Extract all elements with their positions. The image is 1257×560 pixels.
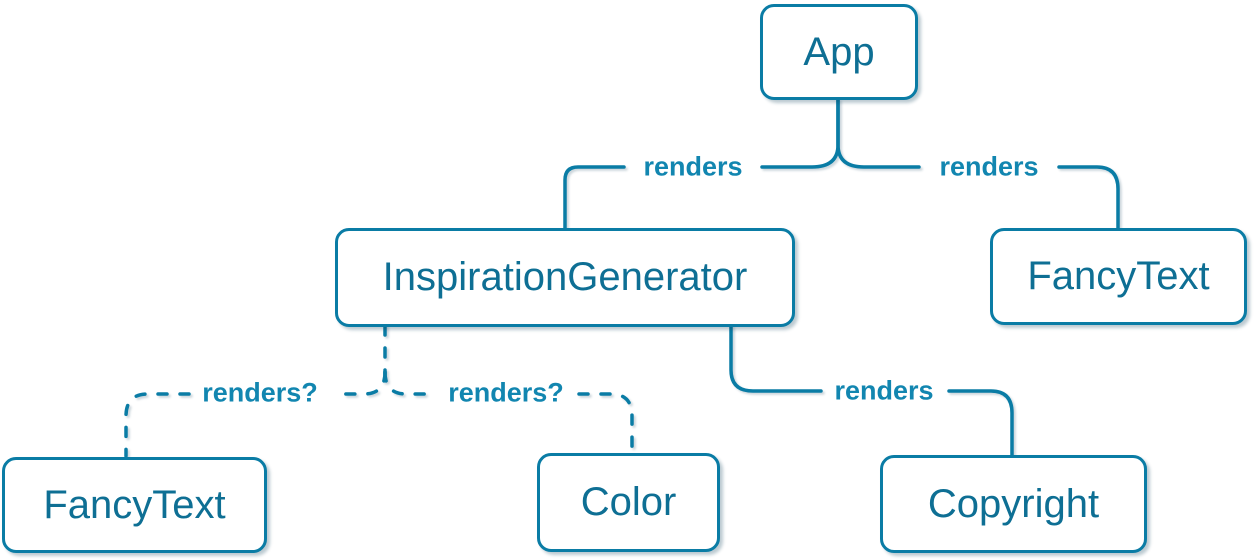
- edge-inspiration-generator-color-segment-1: [383, 370, 436, 396]
- node-app: App: [760, 4, 918, 100]
- edge-label-app-fancy-text: renders: [939, 151, 1039, 182]
- edge-label-inspiration-generator-fancy-text: renders?: [202, 377, 318, 408]
- edge-app-inspiration-generator-segment-2: [563, 165, 626, 231]
- edge-inspiration-generator-fancy-text-segment-2: [124, 392, 191, 458]
- node-fancy-text-top: FancyText: [990, 228, 1247, 325]
- edge-inspiration-generator-copyright-segment-2: [947, 389, 1014, 458]
- node-color: Color: [537, 453, 720, 552]
- node-fancy-text-bottom: FancyText: [2, 457, 267, 553]
- edge-label-app-inspiration-generator: renders: [643, 151, 743, 182]
- edge-app-inspiration-generator-segment-1: [760, 98, 840, 169]
- edge-inspiration-generator-fancy-text-segment-1: [331, 370, 387, 396]
- node-inspiration-generator: InspirationGenerator: [335, 228, 795, 327]
- edge-app-fancy-text-segment-2: [1057, 165, 1120, 231]
- node-copyright: Copyright: [880, 455, 1147, 553]
- edge-inspiration-generator-color-segment-2: [577, 392, 634, 456]
- edge-app-fancy-text-segment-1: [836, 98, 921, 169]
- edge-label-inspiration-generator-copyright: renders: [834, 375, 934, 406]
- edge-label-inspiration-generator-color: renders?: [448, 377, 564, 408]
- edge-inspiration-generator-copyright-segment-1: [729, 324, 823, 393]
